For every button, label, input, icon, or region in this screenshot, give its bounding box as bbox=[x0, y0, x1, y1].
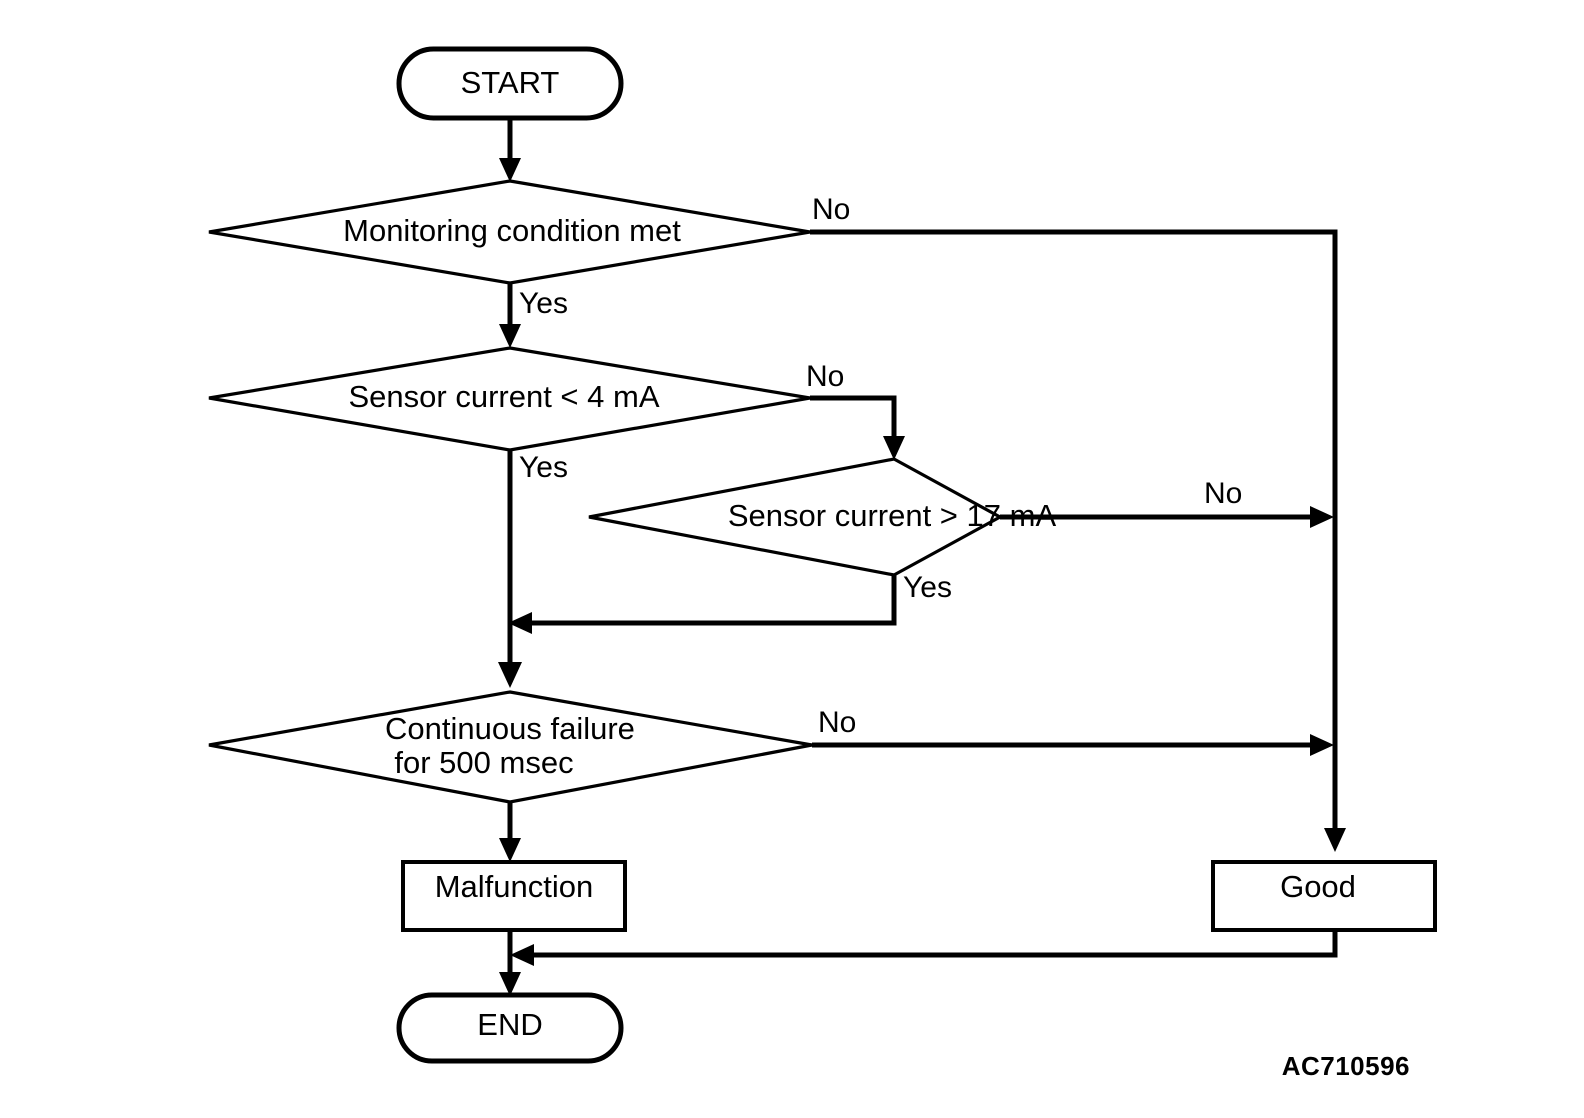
arrowhead-down bbox=[1324, 828, 1346, 852]
node-monitoring-condition-label: Monitoring condition met bbox=[343, 213, 681, 248]
edge-current-low-no-to-current-high bbox=[810, 395, 905, 460]
edge-current-high-yes-to-continuous bbox=[508, 575, 897, 634]
edge-label-current-high-no: No bbox=[1204, 477, 1242, 510]
edge-monitoring-no-to-good bbox=[810, 229, 1346, 852]
edge-label-monitoring-yes: Yes bbox=[519, 287, 568, 320]
arrowhead-left bbox=[510, 944, 534, 966]
node-end-label: END bbox=[477, 1007, 542, 1042]
node-continuous-failure-label-line2: for 500 msec bbox=[394, 745, 573, 780]
node-sensor-current-high-label: Sensor current > 17 mA bbox=[728, 498, 1057, 533]
node-sensor-current-high[interactable]: Sensor current > 17 mA bbox=[588, 457, 1057, 577]
edge-current-low-yes-to-continuous bbox=[498, 450, 522, 688]
arrowhead-right bbox=[1310, 734, 1334, 756]
edge-label-continuous-no: No bbox=[818, 706, 856, 739]
node-continuous-failure-label-line1: Continuous failure bbox=[385, 711, 635, 746]
edge-label-current-low-no: No bbox=[806, 360, 844, 393]
node-good-label: Good bbox=[1280, 869, 1356, 904]
edge-label-current-low-yes: Yes bbox=[519, 451, 568, 484]
edge-label-monitoring-no: No bbox=[812, 193, 850, 226]
node-start-label: START bbox=[461, 65, 560, 100]
edge-continuous-no-to-good bbox=[812, 734, 1334, 756]
arrowhead-down bbox=[499, 324, 521, 348]
edge-continuous-yes-to-malfunction bbox=[499, 802, 521, 862]
node-good[interactable]: Good bbox=[1211, 860, 1437, 932]
arrowhead-down bbox=[499, 838, 521, 862]
node-sensor-current-low-label: Sensor current < 4 mA bbox=[349, 379, 660, 414]
arrowhead-right bbox=[1310, 506, 1334, 528]
edge-start-to-monitoring bbox=[499, 118, 521, 182]
edge-monitoring-yes-to-current-low bbox=[499, 283, 521, 348]
edge-malfunction-to-end bbox=[499, 930, 521, 996]
arrowhead-left bbox=[508, 612, 532, 634]
node-start[interactable]: START bbox=[396, 46, 624, 121]
node-sensor-current-low[interactable]: Sensor current < 4 mA bbox=[208, 346, 811, 452]
edge-good-to-end bbox=[510, 930, 1338, 966]
arrowhead-down bbox=[883, 436, 905, 460]
node-monitoring-condition[interactable]: Monitoring condition met bbox=[208, 179, 811, 285]
figure-id-label: AC710596 bbox=[1282, 1051, 1410, 1081]
node-end[interactable]: END bbox=[396, 992, 624, 1064]
arrowhead-down bbox=[498, 662, 522, 688]
node-continuous-failure[interactable]: Continuous failure for 500 msec bbox=[208, 690, 813, 804]
edge-label-current-high-yes: Yes bbox=[903, 571, 952, 604]
node-malfunction-label: Malfunction bbox=[435, 869, 594, 904]
edge-current-high-no-to-good bbox=[1000, 506, 1334, 528]
node-malfunction[interactable]: Malfunction bbox=[401, 860, 627, 932]
arrowhead-down bbox=[499, 158, 521, 182]
arrowhead-down bbox=[499, 972, 521, 996]
